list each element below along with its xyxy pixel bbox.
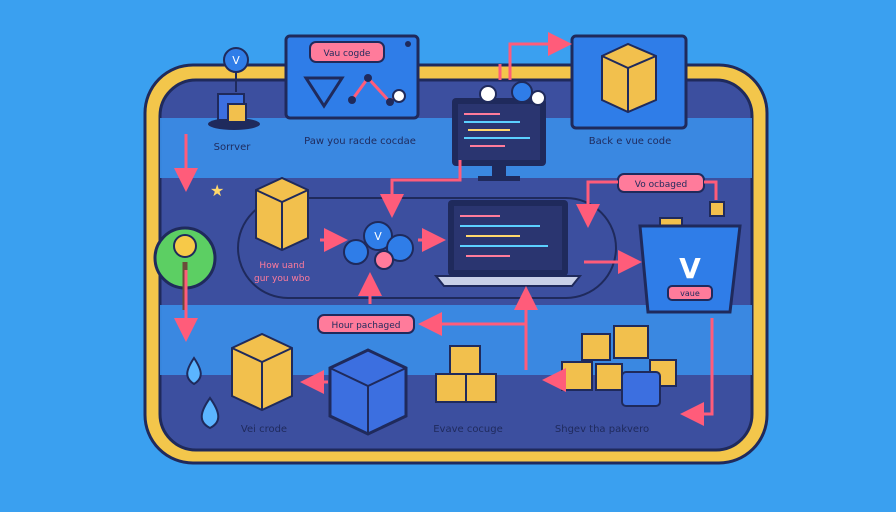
- vue-logo-icon: V: [679, 252, 701, 285]
- star-icon: ★: [210, 181, 224, 200]
- box-left: [256, 178, 308, 250]
- vei-code-label: Vei crode: [241, 424, 287, 435]
- laptop-node: [436, 200, 580, 286]
- vo-packaged-badge: Vo ocbaged: [618, 174, 704, 192]
- evave-cocuge-label: Evave cocuge: [433, 424, 503, 435]
- vue-badge-label: vaue: [680, 289, 700, 298]
- how-packaged-badge: Hour pachaged: [318, 315, 414, 333]
- shgev-label: Shgev tha pakvero: [555, 424, 649, 435]
- diagram-caption: Paw you racde cocdae: [304, 136, 416, 147]
- how-used-line1: How uand: [259, 261, 304, 271]
- diagram-panel: Vau cogde: [286, 36, 418, 118]
- how-packaged-label: Hour pachaged: [332, 321, 401, 331]
- vue-logo-icon: V: [232, 54, 240, 67]
- back-code-label: Back e vue code: [589, 136, 672, 147]
- box-bottom-left: [232, 334, 292, 410]
- how-used-line2: gur you wbo: [254, 274, 310, 284]
- vo-packaged-label: Vo ocbaged: [635, 180, 687, 190]
- blue-cube: [330, 350, 406, 434]
- svg-text:V: V: [374, 230, 382, 243]
- pink-top-label: Vau cogde: [324, 49, 371, 59]
- server-label: Sorrver: [214, 142, 252, 153]
- back-code-panel: [572, 36, 686, 128]
